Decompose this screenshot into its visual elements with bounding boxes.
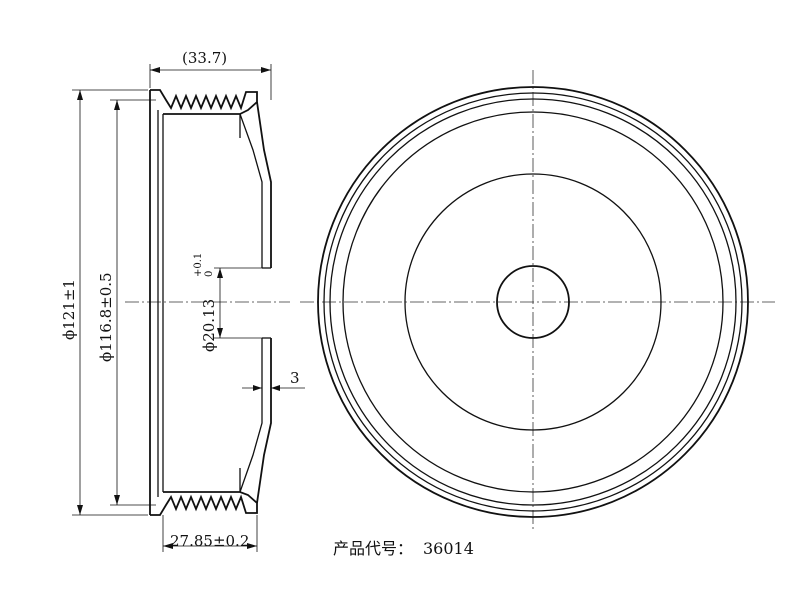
front-view [300,70,775,530]
wall-thickness-label: 3 [290,369,300,387]
front-face-upper-inner [239,113,263,268]
outer-rim-inner-circle [323,92,743,512]
groove-width-label: 27.85±0.2 [170,532,249,550]
outer-rim-circle [317,86,749,518]
outer-diameter-label: ϕ121±1 [60,279,78,340]
front-face-upper-outer [256,101,272,268]
bore-tolerance-upper: +0.1 [193,253,204,277]
groove-circle [329,98,737,506]
product-code-value: 36014 [423,539,474,558]
groove-diameter-label: ϕ116.8±0.5 [97,272,115,362]
bore-circle [496,265,570,339]
bore-tolerance-lower: 0 [204,271,215,277]
dimension-groove-width: 27.85±0.2 [162,515,258,552]
product-code-label: 产品代号： [333,539,413,558]
dimension-wall-thickness: 3 [242,369,305,391]
bore-diameter-label: ϕ20.13 [200,299,218,352]
dimension-groove-diameter: ϕ116.8±0.5 [97,99,156,506]
dimension-overall-width: (33.7) [149,49,272,100]
side-view [125,89,290,516]
front-face-lower-outer [256,338,272,504]
dimension-bore-diameter: ϕ20.13 +0.1 0 [193,253,262,352]
bottom-groove-profile [150,491,258,516]
top-groove-profile [150,89,258,115]
hub-face-circle [404,173,662,431]
dimension-outer-diameter: ϕ121±1 [60,89,148,516]
front-face-lower-inner [239,338,263,493]
product-code: 产品代号： 36014 [333,539,474,558]
overall-width-label: (33.7) [182,49,227,67]
face-edge-circle [342,111,724,493]
